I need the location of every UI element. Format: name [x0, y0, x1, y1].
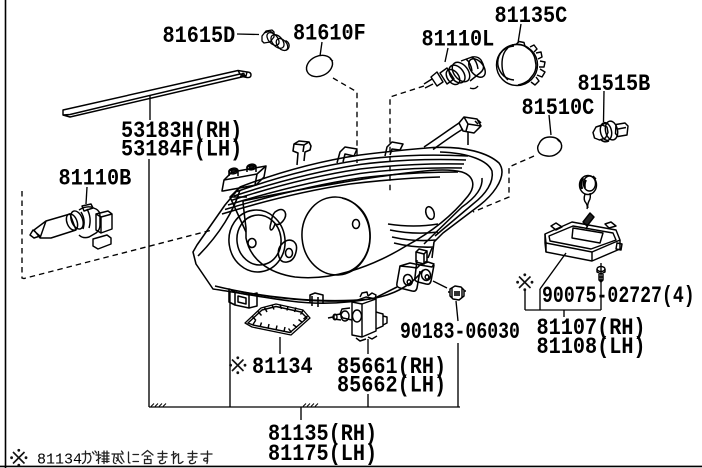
svg-text:81510C: 81510C	[522, 95, 595, 122]
svg-text:81135(RH): 81135(RH)	[268, 421, 377, 448]
svg-text:81108(LH): 81108(LH)	[536, 334, 645, 361]
svg-text:85662(LH): 85662(LH)	[337, 372, 446, 399]
svg-text:53184F(LH): 53184F(LH)	[121, 136, 242, 163]
svg-text:81175(LH): 81175(LH)	[268, 441, 377, 468]
svg-text:81134: 81134	[252, 354, 313, 381]
svg-text:81110L: 81110L	[421, 26, 494, 53]
svg-text:81107(RH): 81107(RH)	[536, 315, 645, 342]
svg-text:90075-02727(4): 90075-02727(4)	[542, 284, 695, 310]
svg-text:90183-06030: 90183-06030	[400, 320, 520, 346]
svg-text:81615D: 81615D	[162, 23, 235, 50]
svg-text:81134: 81134	[37, 452, 82, 468]
svg-text:85661(RH): 85661(RH)	[337, 354, 446, 381]
svg-text:81610F: 81610F	[293, 20, 366, 47]
svg-text:53183H(RH): 53183H(RH)	[121, 118, 242, 145]
svg-text:81110B: 81110B	[58, 165, 131, 192]
svg-text:81135C: 81135C	[494, 3, 567, 30]
svg-text:81515B: 81515B	[577, 71, 650, 98]
